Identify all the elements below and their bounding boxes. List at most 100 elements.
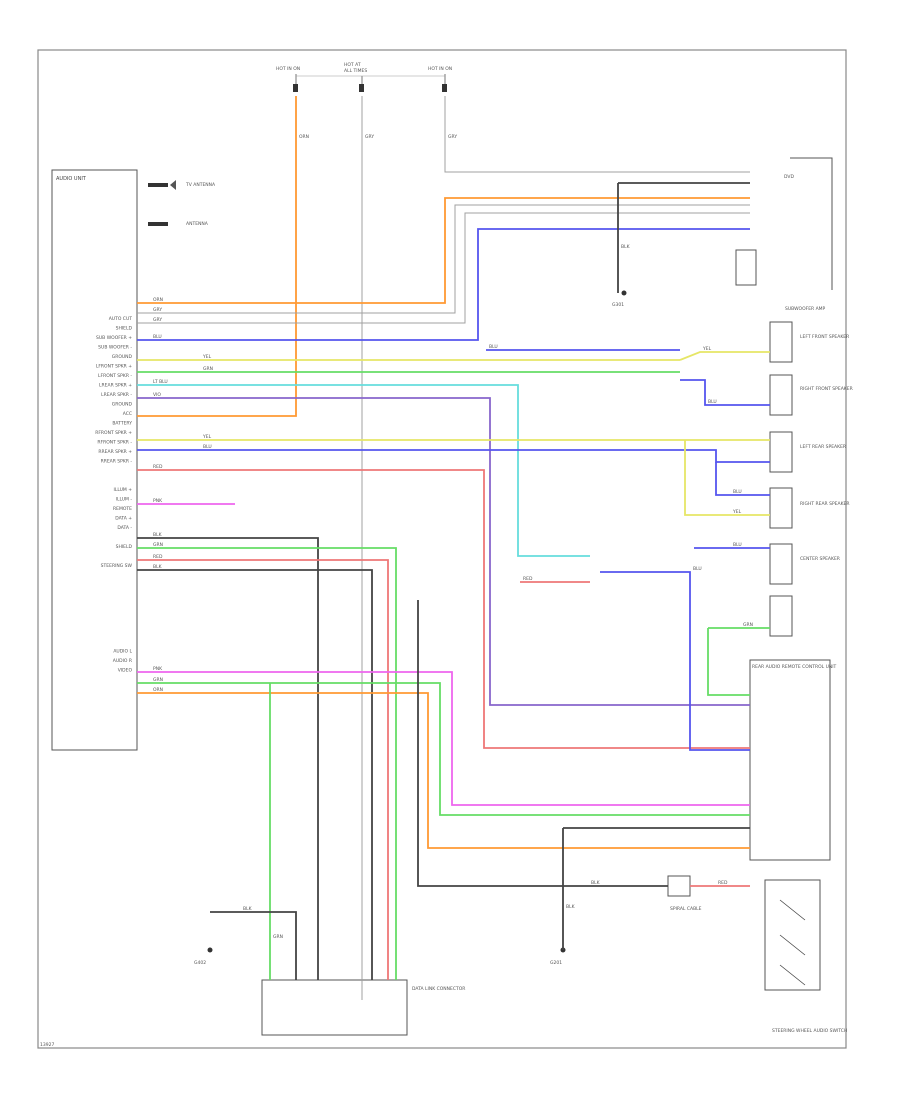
wire-code-label: YEL: [732, 509, 742, 515]
wire-blue: [715, 462, 770, 496]
wire-yellow: [679, 351, 770, 361]
front-right-label: RIGHT FRONT SPEAKER: [800, 386, 853, 392]
antenna: TV ANTENNA ANTENNA: [148, 180, 216, 227]
wire-code-label: BLU: [203, 444, 212, 450]
fuse-block-1: HOT IN ON: [276, 66, 300, 92]
rear-control-unit: REAR AUDIO REMOTE CONTROL UNIT: [749, 659, 837, 861]
wire-blue: [680, 379, 770, 406]
wire-code-label: PNK: [153, 498, 163, 504]
wire-code-label: BLU: [489, 344, 498, 350]
steering-switch-label: STEERING WHEEL AUDIO SWITCH: [772, 1028, 847, 1034]
audio-unit-pin-label: VIDEO: [118, 668, 133, 674]
wire-red: [137, 469, 750, 749]
wire-code-label: GRN: [743, 622, 753, 628]
wire-code-label: PNK: [153, 666, 163, 672]
ground-1-label: G301: [612, 302, 624, 308]
center-speaker: [769, 543, 793, 585]
wire-code-label: ORN: [299, 134, 309, 140]
audio-unit-pin-label: ILLUM +: [114, 487, 133, 493]
wire-code-label: BLU: [153, 334, 162, 340]
wire-grey: [444, 96, 750, 173]
audio-unit-pin-label: SUB WOOFER -: [98, 345, 132, 351]
wire-code-label: RED: [153, 464, 163, 470]
audio-unit-pin-label: AUDIO L: [113, 649, 132, 655]
wire-black: [562, 827, 750, 950]
subwoofer-speaker: [769, 595, 793, 637]
fuse-block-2: HOT AT ALL TIMES: [344, 62, 367, 92]
wire-green: [137, 682, 750, 816]
wire-code-label: VIO: [153, 392, 161, 398]
wire-code-label: BLU: [733, 489, 742, 495]
wire-black: [210, 911, 297, 980]
wire-code-label: GRN: [273, 934, 283, 940]
connector-box: [261, 979, 408, 1036]
wire-code-label: GRY: [153, 317, 162, 323]
wire-lt_blue: [137, 384, 590, 557]
dvd-label: DVD: [784, 174, 794, 180]
dvd-sub-connector: [735, 249, 757, 286]
wire-orange: [137, 692, 750, 849]
audio-unit-pin-label: STEERING SW: [101, 563, 133, 569]
audio-unit-pin-label: GROUND: [112, 354, 133, 360]
wire-code-label: BLK: [153, 532, 163, 538]
audio-unit-pin-label: DATA +: [115, 516, 132, 522]
subwoofer-amp-label: SUBWOOFER AMP: [785, 306, 826, 312]
rear-right-speaker: [769, 487, 793, 529]
grounds: G301 G402 G201: [194, 290, 627, 966]
wire-green: [707, 627, 770, 696]
center-speaker-label: CENTER SPEAKER: [800, 556, 840, 562]
rear-left-label: LEFT REAR SPEAKER: [800, 444, 846, 450]
audio-unit-pin-label: ILLUM -: [116, 497, 133, 503]
wire-code-label: RED: [718, 880, 728, 886]
wire-code-label: GRY: [153, 307, 162, 313]
wire-pink: [137, 671, 750, 806]
wire-code-label: YEL: [202, 434, 212, 440]
audio-unit-label: AUDIO UNIT: [56, 176, 87, 182]
audio-unit-box: [51, 169, 138, 751]
fuse-block-3: HOT IN ON: [428, 66, 452, 92]
audio-unit-pin-label: GROUND: [112, 402, 133, 408]
audio-unit-pin-label: DATA -: [117, 525, 132, 531]
ground-2-label: G402: [194, 960, 206, 966]
audio-unit-pin-label: RREAR SPKR -: [101, 459, 133, 465]
wire-code-label: GRN: [203, 366, 213, 372]
wire-code-label: GRN: [153, 542, 163, 548]
wire-code-label: BLU: [733, 542, 742, 548]
wire-code-label: BLK: [243, 906, 253, 912]
audio-unit-pin-label: LFRONT SPKR +: [96, 364, 132, 370]
wire-code-label: BLU: [693, 566, 702, 572]
wire-code-label: BLK: [153, 564, 163, 570]
rear-right-label: RIGHT REAR SPEAKER: [800, 501, 850, 507]
audio-unit-pin-label: RFRONT SPKR -: [97, 440, 132, 446]
diagram-border: [37, 49, 847, 1049]
audio-unit-pin-label: AUDIO R: [113, 658, 132, 664]
wire-code-label: GRY: [448, 134, 457, 140]
subwoofer-amp: SUBWOOFER AMP LEFT FRONT SPEAKER RIGHT F…: [769, 306, 853, 637]
wire-black: [617, 182, 750, 293]
audio-unit-pin-label: SHIELD: [116, 326, 133, 332]
wire-code-label: BLK: [566, 904, 576, 910]
wire-blue: [137, 449, 770, 463]
wire-orange: [137, 197, 750, 304]
rear-control-box: [749, 659, 831, 861]
wire-yellow: [684, 440, 770, 516]
wire-green: [137, 547, 397, 980]
wire-code-label: YEL: [202, 354, 212, 360]
wire-black: [137, 569, 373, 980]
spiral-cable-label: SPIRAL CABLE: [670, 906, 702, 912]
wire-code-label: ORN: [153, 297, 163, 303]
audio-unit-pin-label: BATTERY: [112, 421, 132, 427]
page-code: 13927: [40, 1042, 54, 1048]
rear-left-speaker: [769, 431, 793, 473]
wire-violet: [137, 397, 750, 706]
audio-unit-pin-label: LFRONT SPKR -: [98, 373, 132, 379]
wire-code-label: YEL: [702, 346, 712, 352]
data-link-connector: DATA LINK CONNECTOR: [261, 979, 465, 1036]
fuse-2-sub: ALL TIMES: [344, 68, 367, 74]
steering-switch: STEERING WHEEL AUDIO SWITCH: [764, 879, 847, 1034]
audio-unit-pin-label: LREAR SPKR -: [101, 392, 132, 398]
audio-unit-pin-label: SUB WOOFER +: [96, 335, 132, 341]
